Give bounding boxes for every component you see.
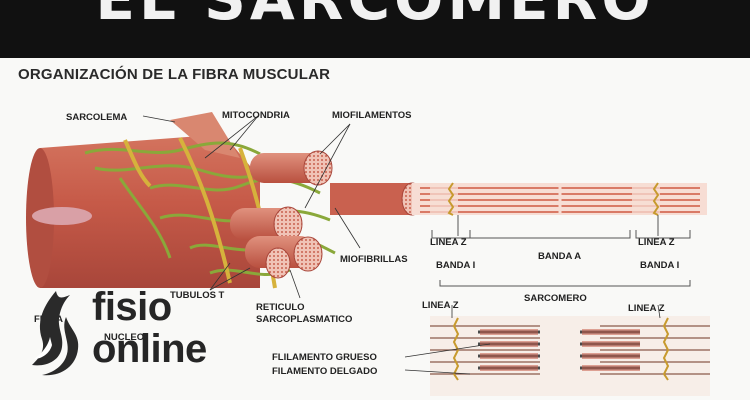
- logo-text-fisio: fisio: [92, 287, 172, 327]
- label-filamento-delgado: FILAMENTO DELGADO: [272, 366, 377, 377]
- label-banda-a: BANDA A: [538, 251, 581, 262]
- label-banda-i-left: BANDA I: [436, 260, 475, 271]
- label-linea-z-right: LINEA Z: [638, 237, 675, 248]
- logo-text-online: online: [92, 329, 207, 369]
- label-linea-z-left: LINEA Z: [430, 237, 467, 248]
- label-linea-z-lower-right: LINEA Z: [628, 303, 665, 314]
- label-reticulo-1: RETICULO: [256, 302, 305, 313]
- nucleus-shape: [32, 207, 92, 225]
- label-mitocondria: MITOCONDRIA: [222, 110, 290, 121]
- top-banner: EL SARCOMERO: [0, 0, 750, 58]
- fisio-online-logo: fisio online: [26, 285, 226, 377]
- label-linea-z-lower-left: LINEA Z: [422, 300, 459, 311]
- label-sarcomero: SARCOMERO: [524, 293, 587, 304]
- label-miofilamentos: MIOFILAMENTOS: [332, 110, 412, 121]
- label-filamento-grueso: FLILAMENTO GRUESO: [272, 352, 377, 363]
- myofibril: [330, 183, 707, 215]
- sarcomere-detail: [430, 316, 710, 396]
- label-reticulo-2: SARCOPLASMATICO: [256, 314, 352, 325]
- label-banda-i-right: BANDA I: [640, 260, 679, 271]
- label-sarcolema: SARCOLEMA: [66, 112, 127, 123]
- banner-title: EL SARCOMERO: [0, 0, 750, 28]
- label-miofibrillas: MIOFIBRILLAS: [340, 254, 408, 265]
- flame-icon: [26, 287, 86, 379]
